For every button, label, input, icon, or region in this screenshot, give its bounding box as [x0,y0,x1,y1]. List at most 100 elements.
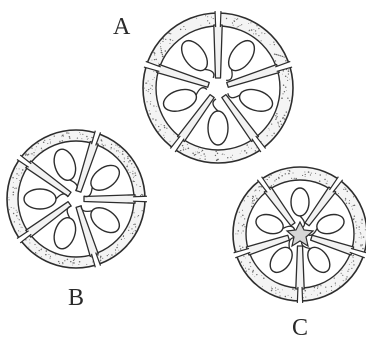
stipple-dot [288,73,289,74]
stipple-dot [246,270,247,271]
wall-gap-edge [297,287,298,303]
stipple-dot [77,138,78,139]
stipple-dot [216,160,218,162]
stipple-dot [37,253,38,254]
stipple-dot [281,97,283,99]
stipple-dot [135,226,136,227]
stipple-dot [244,226,245,227]
stipple-dot [343,280,344,281]
stipple-dot [69,137,70,138]
stipple-dot [18,218,19,219]
stipple-dot [78,264,79,265]
stipple-dot [17,212,18,213]
stipple-dot [242,214,244,216]
stipple-dot [31,153,32,154]
stipple-dot [164,125,165,126]
stipple-dot [360,244,361,245]
stipple-dot [270,175,271,176]
stipple-dot [166,128,167,129]
stipple-dot [35,252,36,253]
stipple-dot [324,179,326,181]
stipple-dot [13,191,15,193]
stipple-dot [273,184,274,185]
stipple-dot [117,244,118,245]
stipple-dot [281,175,283,177]
stipple-dot [264,33,265,34]
stipple-dot [344,187,345,188]
stipple-dot [237,233,238,234]
stipple-dot [292,288,294,290]
stipple-dot [335,285,336,286]
stipple-dot [203,153,205,155]
stipple-dot [238,223,239,224]
stipple-dot [142,194,143,195]
stipple-dot [289,100,290,101]
stipple-dot [285,296,286,297]
stipple-dot [331,290,332,291]
stipple-dot [150,84,151,85]
stipple-dot [80,134,81,135]
stipple-dot [275,293,276,294]
stipple-dot [198,148,199,149]
stipple-dot [326,183,327,184]
stipple-dot [243,256,244,257]
stipple-dot [253,203,254,204]
stipple-dot [256,274,257,275]
stipple-dot [317,286,318,287]
stipple-dot [133,231,134,232]
stipple-dot [102,144,103,145]
stipple-dot [348,269,349,270]
stipple-dot [215,155,216,156]
stipple-dot [311,173,312,174]
stipple-dot [144,88,145,89]
stipple-dot [79,132,80,133]
stipple-dot [353,205,354,206]
stipple-dot [187,144,188,145]
stipple-dot [16,173,17,174]
stipple-dot [273,133,274,134]
stipple-dot [284,118,285,119]
stipple-dot [152,86,153,87]
stipple-dot [183,147,184,148]
stipple-dot [345,280,346,281]
stipple-dot [209,23,210,24]
stipple-dot [124,159,125,160]
stipple-dot [126,166,128,168]
stipple-dot [245,258,246,259]
stipple-dot [275,60,276,61]
stipple-dot [294,290,295,291]
stipple-dot [111,254,113,256]
stipple-dot [103,145,105,147]
stipple-dot [16,178,17,179]
stipple-dot [346,203,347,204]
stipple-dot [305,174,306,175]
stipple-dot [347,191,348,192]
stipple-dot [118,150,119,151]
stipple-dot [285,60,287,62]
stipple-dot [280,55,281,56]
stipple-dot [158,131,159,132]
stipple-dot [241,24,242,25]
stipple-dot [305,176,306,177]
stipple-dot [262,286,263,287]
stipple-dot [285,115,286,116]
stipple-dot [154,55,155,56]
stipple-dot [18,175,19,176]
stipple-dot [28,247,29,248]
stipple-dot [345,278,347,280]
stipple-dot [149,110,150,111]
stipple-dot [287,98,288,99]
stipple-dot [275,115,276,116]
stipple-dot [13,194,14,195]
stipple-dot [135,172,136,173]
stipple-dot [272,135,273,136]
stipple-dot [319,180,321,182]
stipple-dot [253,33,254,34]
stipple-dot [170,39,171,40]
stipple-dot [159,129,161,131]
stipple-dot [129,160,130,161]
stipple-dot [346,276,347,277]
stipple-dot [237,18,238,19]
stipple-dot [269,130,270,131]
stipple-dot [33,155,34,156]
